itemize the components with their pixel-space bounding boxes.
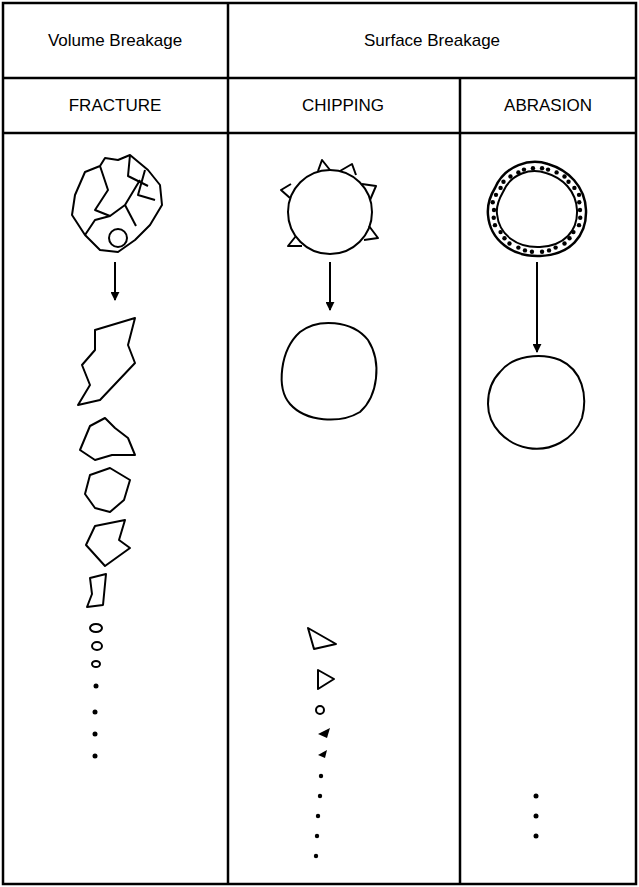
grit-dot xyxy=(577,200,581,204)
grit-dot xyxy=(577,193,581,197)
column-group-heading: Volume Breakage xyxy=(48,31,182,51)
grit-dot xyxy=(498,230,502,234)
grit-dot xyxy=(530,250,534,254)
grit-dot xyxy=(516,170,520,174)
column-heading: ABRASION xyxy=(504,96,592,116)
grit-dot xyxy=(502,236,506,240)
grit-dot xyxy=(554,170,558,174)
grit-dot xyxy=(531,166,535,170)
grit-dot xyxy=(540,166,544,170)
chipping-fines xyxy=(314,728,330,858)
grit-dot xyxy=(523,248,527,252)
grit-dot xyxy=(566,180,570,184)
grit-dot xyxy=(492,208,496,212)
grit-dot xyxy=(572,186,576,190)
fracture-particles xyxy=(72,155,162,667)
grit-dot xyxy=(571,230,575,234)
grit-dot xyxy=(498,186,502,190)
grit-dot xyxy=(567,236,571,240)
grit-dot xyxy=(522,167,526,171)
grit-dot xyxy=(493,223,497,227)
abrasion-particles xyxy=(488,162,586,449)
grit-dot xyxy=(577,223,581,227)
chipping-particles xyxy=(281,160,378,714)
grit-dot xyxy=(547,248,551,252)
column-heading: FRACTURE xyxy=(69,96,162,116)
grit-dot xyxy=(578,216,582,220)
grit-dot xyxy=(553,245,557,249)
column-group-heading: Surface Breakage xyxy=(364,31,500,51)
column-heading: CHIPPING xyxy=(302,96,384,116)
grit-dot xyxy=(562,241,566,245)
grit-dot xyxy=(562,174,566,178)
grit-dot xyxy=(494,193,498,197)
grit-dot xyxy=(546,167,550,171)
grit-dot xyxy=(501,180,505,184)
fracture-dust xyxy=(93,684,99,759)
grit-dot xyxy=(507,241,511,245)
grit-dot xyxy=(578,208,582,212)
grit-dot xyxy=(540,250,544,254)
grit-dot xyxy=(491,200,495,204)
grit-dot xyxy=(492,216,496,220)
abrasion-fines xyxy=(534,794,539,839)
table-grid xyxy=(3,3,636,884)
grit-dot xyxy=(508,174,512,178)
grit-dot xyxy=(516,245,520,249)
